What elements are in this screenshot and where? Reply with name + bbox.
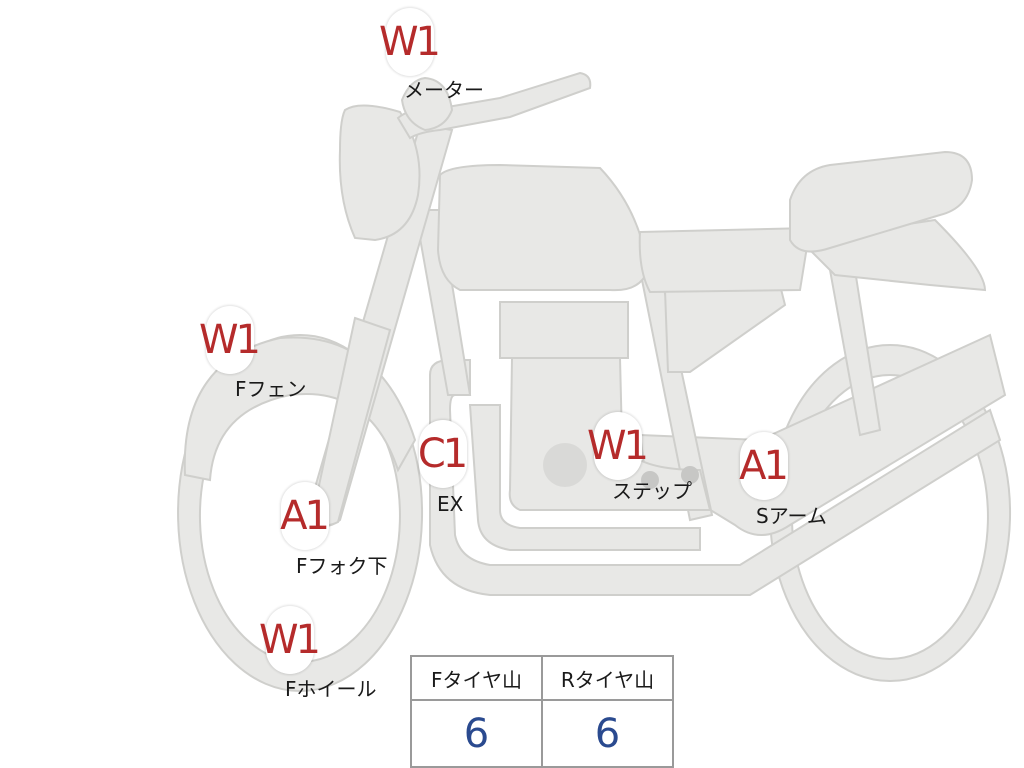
tire-tread-table: Fタイヤ山 Rタイヤ山 6 6: [410, 655, 674, 768]
rear-tire-value: 6: [541, 699, 674, 768]
front-tire-value: 6: [410, 699, 543, 768]
part-label-f-fender: Fフェン: [235, 377, 307, 401]
grade-badge-step[interactable]: W1: [587, 412, 649, 480]
frame-downtube: [413, 209, 472, 396]
part-label-step: ステップ: [612, 479, 692, 503]
tire-table-value-row: 6 6: [410, 699, 674, 768]
side-cover: [663, 283, 787, 373]
part-label-exhaust: EX: [437, 492, 464, 516]
engine-cover: [543, 443, 587, 487]
headlight: [338, 104, 421, 242]
seat: [789, 150, 974, 253]
part-label-f-fork-lower: Fフォク下: [296, 554, 388, 578]
part-label-meter: メーター: [404, 78, 484, 102]
grade-badge-meter[interactable]: W1: [379, 8, 441, 76]
grade-badge-swing-arm[interactable]: A1: [739, 432, 789, 500]
front-tire-header: Fタイヤ山: [410, 655, 543, 701]
grade-badge-exhaust[interactable]: C1: [418, 420, 468, 488]
step-bolt-left: [641, 471, 659, 489]
part-label-f-wheel: Fホイール: [285, 677, 377, 701]
rear-tire-header: Rタイヤ山: [541, 655, 674, 701]
fuel-tank: [436, 163, 650, 292]
grade-badge-f-fork-lower[interactable]: A1: [280, 482, 330, 550]
seat-base: [638, 226, 812, 294]
swing-arm: [638, 333, 1007, 536]
exhaust-pipe-upper: [468, 404, 701, 551]
grade-badge-f-wheel[interactable]: W1: [259, 606, 321, 674]
tire-table-header-row: Fタイヤ山 Rタイヤ山: [410, 655, 674, 701]
meter-housing: [400, 76, 454, 132]
grade-badge-f-fender[interactable]: W1: [199, 306, 261, 374]
part-label-swing-arm: Sアーム: [756, 504, 827, 528]
step-bolt-right: [681, 466, 699, 484]
engine-cylinder: [499, 301, 629, 359]
